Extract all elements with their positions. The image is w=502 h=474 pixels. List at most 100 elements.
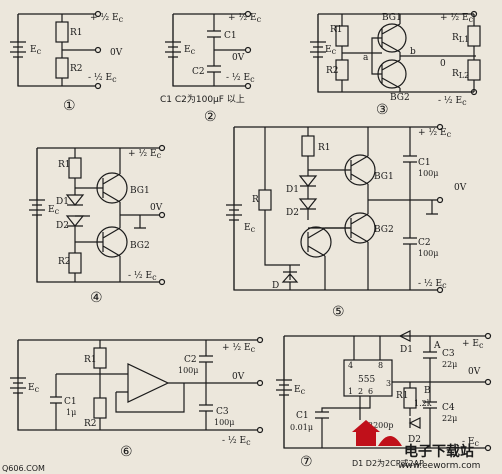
label-c1-value: 100μ [418, 169, 438, 178]
circuit-3: R1 R2 BG1 BG2 a b 0 RL1 RL2 Ec + ½ Ec - … [310, 10, 481, 118]
label-node-b: B [424, 386, 431, 396]
label-pin-6: 6 [368, 387, 373, 396]
label-r1: R1 [396, 391, 409, 401]
resistor-r1 [55, 21, 69, 43]
capacitors-c2-c3 [199, 340, 213, 430]
ground-symbol [426, 200, 438, 215]
label-plus-half-ec: + ½ Ec [418, 127, 452, 139]
label-c1: C1 [418, 158, 431, 168]
label-rl2: RL2 [452, 69, 469, 80]
resistor-r1 [301, 135, 315, 157]
label-pin-8: 8 [378, 361, 383, 370]
diodes-d1-d2 [298, 175, 318, 220]
label-c1: C1 [224, 31, 237, 41]
label-minus-half-ec: - ½ Ec [222, 435, 251, 447]
label-c1: C1 [64, 397, 77, 407]
label-plus-half-ec: + ½ Ec [128, 148, 162, 160]
label-r1: R1 [84, 355, 97, 365]
load-resistor-rl1 [467, 25, 481, 47]
label-c3-value: 22μ [442, 360, 457, 369]
label-bg1: BG1 [374, 172, 394, 182]
circuit-number-4: ④ [90, 290, 103, 306]
label-c2: C2 [184, 355, 197, 365]
label-c2-value: 100μ [178, 366, 198, 375]
label-plus-half-ec: + ½ Ec [440, 12, 474, 24]
transistor-driver [300, 226, 332, 258]
label-d2: D2 [286, 208, 299, 218]
diodes-d1-d2 [65, 194, 85, 237]
label-minus-half-ec: - ½ Ec [128, 270, 157, 282]
circuit-1: R1 R2 Ec + ½ Ec 0V - ½ Ec ① [10, 10, 124, 114]
label-pin-4: 4 [348, 361, 353, 370]
label-d2: D2 [408, 435, 421, 445]
resistor-r1 [93, 347, 107, 369]
label-0v: 0V [110, 48, 123, 58]
label-bg2: BG2 [130, 241, 150, 251]
label-plus-half-ec: + ½ Ec [90, 12, 124, 24]
watermark-q606: Q606.COM [2, 464, 45, 473]
circuit-number-5: ⑤ [332, 304, 345, 320]
capacitors-c3-c4 [410, 336, 486, 448]
circuit-number-7: ⑦ [300, 454, 313, 470]
circuit-number-1: ① [63, 98, 76, 114]
label-minus-half-ec: - ½ Ec [88, 72, 117, 84]
label-c3: C3 [442, 349, 455, 359]
label-r2: R2 [58, 257, 71, 267]
op-amp [127, 363, 170, 403]
label-r: R [252, 195, 259, 205]
diode-d1 [398, 330, 411, 342]
label-c1-value: 1μ [66, 408, 76, 417]
label-r1: R1 [318, 143, 331, 153]
label-plus-ec: + Ec [462, 339, 484, 350]
label-ec: Ec [244, 223, 256, 234]
label-bg2: BG2 [390, 93, 410, 103]
label-plus-half-ec: + ½ Ec [222, 342, 256, 354]
label-d1: D1 [400, 345, 413, 355]
load-resistor-rl2 [467, 59, 481, 81]
label-d: D [272, 281, 279, 291]
label-node-0: 0 [440, 59, 446, 69]
label-0v: 0V [232, 53, 245, 63]
ground-symbol [134, 215, 146, 229]
label-bg2: BG2 [374, 225, 394, 235]
circuit-number-6: ⑥ [120, 444, 133, 460]
diode-note: D1 D2为2CP或2AP [352, 458, 424, 468]
label-ec: Ec [48, 205, 60, 216]
resistor-r [258, 189, 272, 211]
label-ec: Ec [30, 45, 42, 56]
label-c1-value: 0.01μ [290, 423, 313, 432]
label-r2: R2 [326, 66, 339, 76]
label-pin-2: 2 [358, 387, 363, 396]
label-minus-half-ec: - ½ Ec [226, 72, 255, 84]
label-c2: C2 [192, 67, 205, 77]
capacitor-note: C1 C2为100μF 以上 [160, 93, 245, 105]
resistor-r1 [403, 387, 417, 409]
label-0v: 0V [232, 372, 245, 382]
timer-555 [343, 359, 393, 397]
label-c2-value: 100μ [418, 249, 438, 258]
label-minus-ec: - Ec [462, 437, 479, 448]
label-d1: D1 [286, 185, 299, 195]
label-plus-half-ec: + ½ Ec [228, 12, 262, 24]
circuit-6: R1 R2 C1 1μ C2 100μ C3 100μ Ec + ½ Ec 0V… [10, 336, 264, 460]
label-bg1: BG1 [130, 186, 150, 196]
label-node-a: a [363, 53, 369, 63]
label-ec: Ec [184, 45, 196, 56]
label-555: 555 [358, 375, 375, 385]
label-c2: C2 [418, 238, 431, 248]
watermark-site: www.eeworm.com [398, 461, 480, 471]
label-r1: R1 [70, 28, 83, 38]
label-c1: C1 [296, 411, 309, 421]
circuit-number-3: ③ [376, 102, 389, 118]
label-node-a: A [433, 341, 441, 351]
label-ec: Ec [294, 385, 306, 396]
circuit-2: C1 C2 Ec + ½ Ec 0V - ½ Ec C1 C2为100μF 以上… [160, 10, 262, 125]
label-0v: 0V [468, 367, 481, 377]
label-r2: R2 [70, 64, 83, 74]
label-bg1: BG1 [382, 13, 402, 23]
label-0v: 0V [454, 183, 467, 193]
resistor-and-d2-wiring [408, 382, 421, 429]
label-2200p: 2200p [368, 421, 393, 430]
zener-diode-d [281, 265, 299, 290]
